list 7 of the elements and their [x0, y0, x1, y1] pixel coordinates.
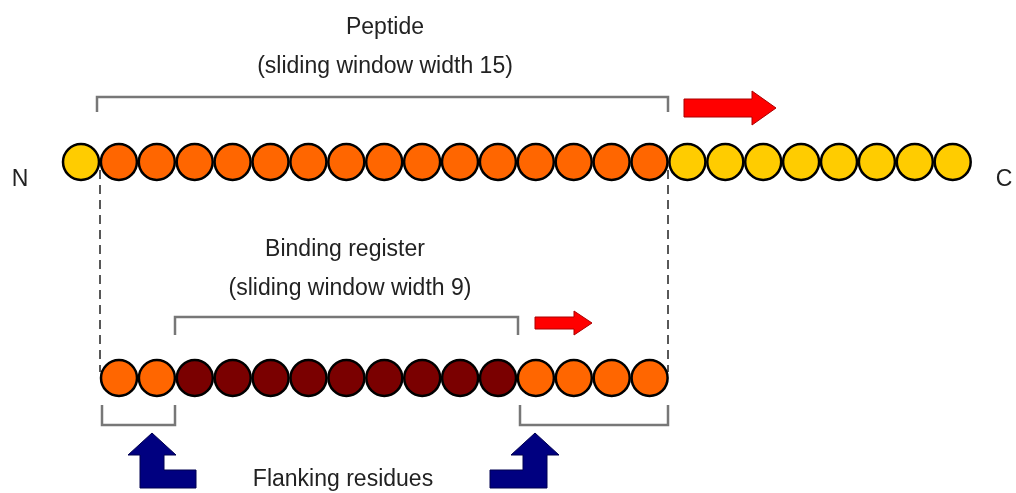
window-label: (sliding window width 15) [257, 53, 513, 77]
flank-label: Flanking residues [252, 466, 434, 490]
terminus-label: N [11, 166, 29, 190]
terminus-label: C [995, 166, 1013, 190]
window-label: (sliding window width 9) [228, 275, 472, 299]
window-label: Binding register [265, 236, 425, 260]
window-label: Peptide [346, 14, 424, 38]
